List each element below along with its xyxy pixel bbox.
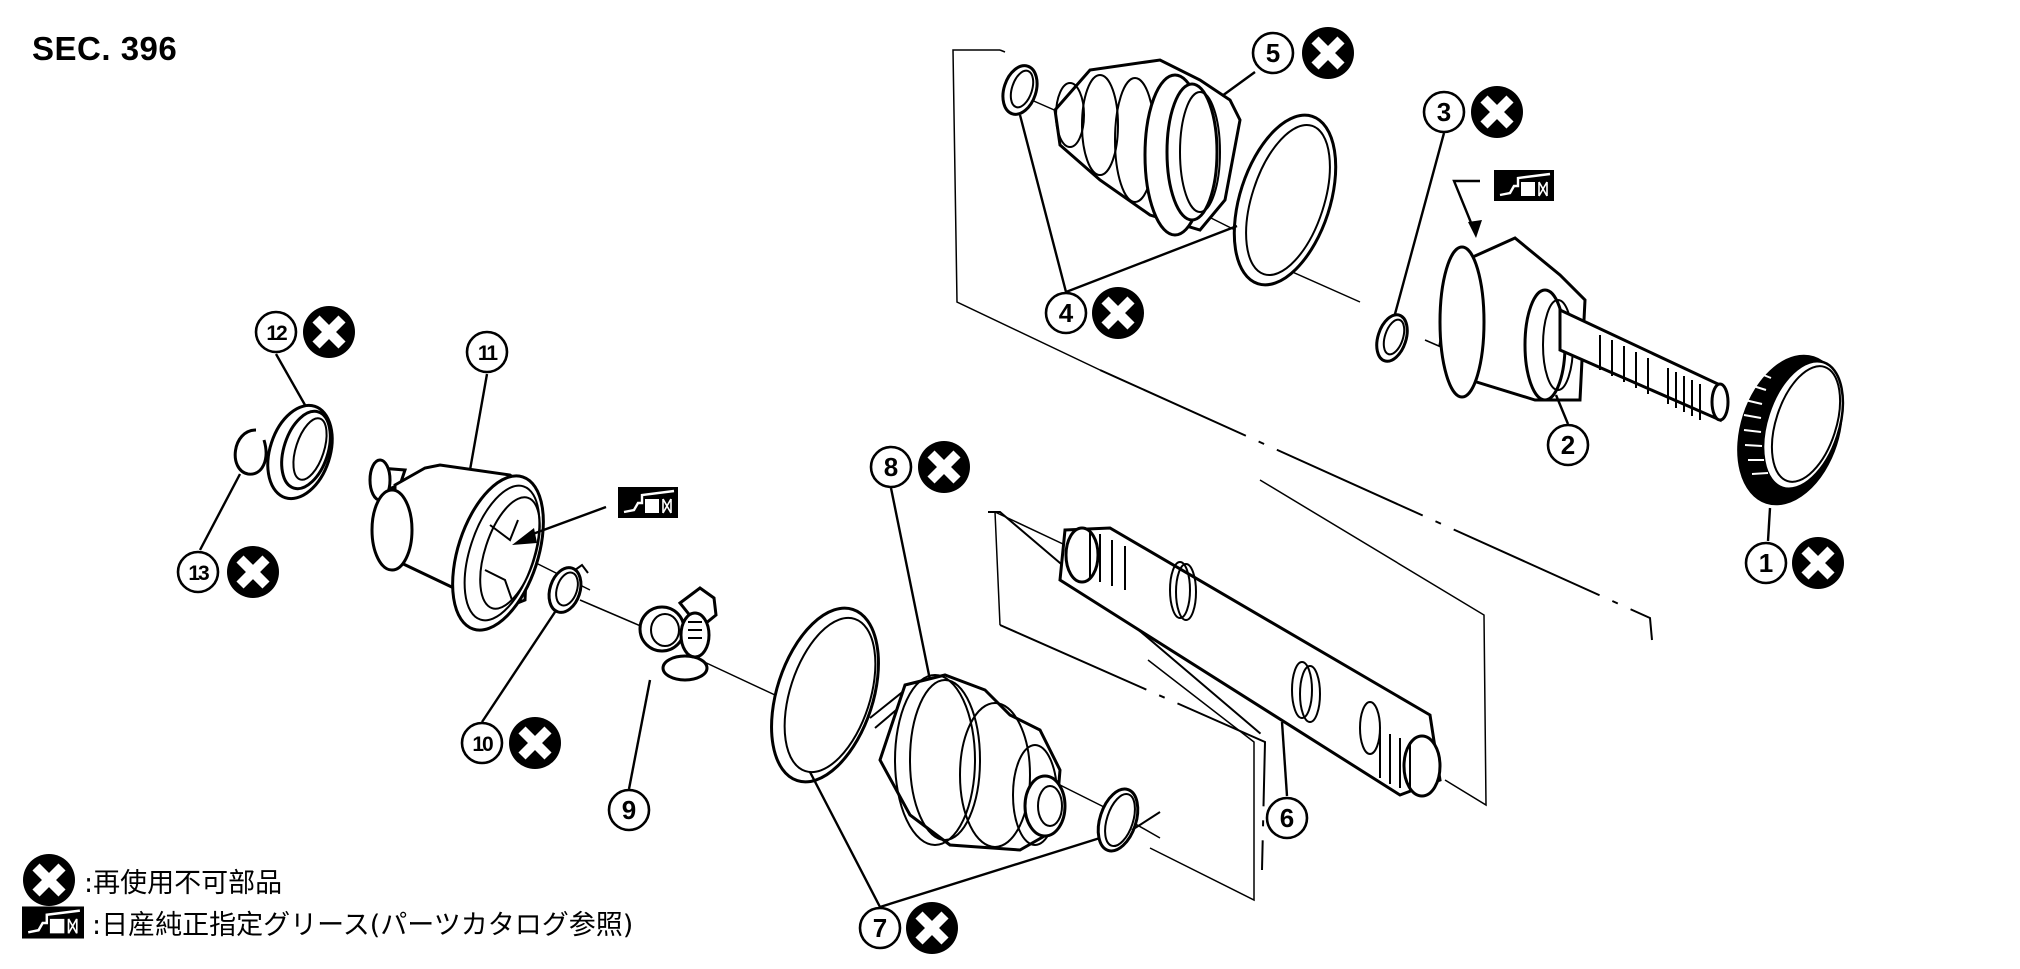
part-13-circlip — [233, 428, 268, 476]
callout-number: 12 — [266, 322, 287, 345]
non-reusable-x-icon — [1302, 27, 1354, 79]
legend-non-reusable-label: :再使用不可部品 — [84, 867, 283, 899]
callout-number: 10 — [472, 733, 493, 756]
legend-grease-label: :日産純正指定グリース(パーツカタログ参照) — [92, 910, 634, 941]
part-6-drive-shaft — [1058, 526, 1442, 798]
part-12-support-bearing — [266, 403, 334, 501]
non-reusable-x-icon — [1792, 537, 1844, 589]
callout-13: 13 — [176, 546, 279, 598]
callout-7: 7 — [858, 902, 958, 954]
nissan-grease-icon — [616, 485, 680, 520]
callout-number: 9 — [622, 795, 636, 825]
callout-1: 1 — [1744, 537, 1844, 589]
non-reusable-x-icon — [23, 854, 75, 906]
callout-number: 2 — [1561, 430, 1575, 460]
nissan-grease-icon — [22, 906, 84, 939]
non-reusable-x-icon — [1092, 287, 1144, 339]
part-2-outer-joint-assembly — [1438, 236, 1730, 423]
part-7-boot-band-small — [1096, 787, 1161, 853]
callout-number: 5 — [1266, 38, 1280, 68]
part-4-boot-band-small — [1001, 64, 1039, 116]
callout-8: 8 — [869, 441, 970, 493]
part-11-slide-joint-housing — [368, 458, 545, 632]
grease-callout-outer-joint — [1452, 168, 1556, 238]
callout-number: 8 — [884, 452, 898, 482]
part-4-boot-band-large — [1232, 113, 1338, 287]
grease-callout-inner-housing — [512, 485, 680, 545]
non-reusable-x-icon — [918, 441, 970, 493]
part-9-spider-assembly — [638, 586, 718, 682]
callout-number: 1 — [1759, 548, 1773, 578]
callout-3: 3 — [1422, 86, 1523, 138]
legend-grease: :日産純正指定グリース(パーツカタログ参照) — [22, 903, 633, 942]
non-reusable-x-icon — [509, 717, 561, 769]
part-10-snap-ring — [547, 563, 589, 614]
callout-4: 4 — [1044, 287, 1144, 339]
phantom-outline-upper — [952, 49, 1653, 641]
callout-number: 11 — [478, 342, 499, 365]
leader-lines — [198, 71, 1772, 909]
callout-number: 7 — [873, 913, 887, 943]
callout-number: 4 — [1059, 298, 1074, 328]
legend-non-reusable: :再使用不可部品 — [22, 853, 282, 907]
callout-12: 12 — [254, 306, 355, 358]
callout-11: 11 — [465, 330, 509, 374]
part-3-circular-clip — [1375, 313, 1409, 363]
non-reusable-x-icon — [906, 902, 958, 954]
callout-number: 6 — [1280, 803, 1294, 833]
phantom-outline-boot — [988, 511, 1269, 902]
non-reusable-x-icon — [227, 546, 279, 598]
non-reusable-x-icon — [1471, 86, 1523, 138]
callout-10: 10 — [460, 717, 561, 769]
part-8-boot — [878, 673, 1067, 852]
callout-5: 5 — [1251, 27, 1354, 79]
callout-number: 3 — [1437, 97, 1451, 127]
part-5-boot — [1053, 58, 1242, 237]
callout-6: 6 — [1265, 796, 1309, 840]
callout-2: 2 — [1546, 423, 1590, 467]
callout-number: 13 — [188, 562, 209, 585]
callout-9: 9 — [607, 788, 651, 832]
part-1-sensor-rotor — [1737, 354, 1845, 506]
section-title: SEC. 396 — [32, 30, 178, 67]
nissan-grease-icon — [1492, 168, 1556, 203]
non-reusable-x-icon — [303, 306, 355, 358]
